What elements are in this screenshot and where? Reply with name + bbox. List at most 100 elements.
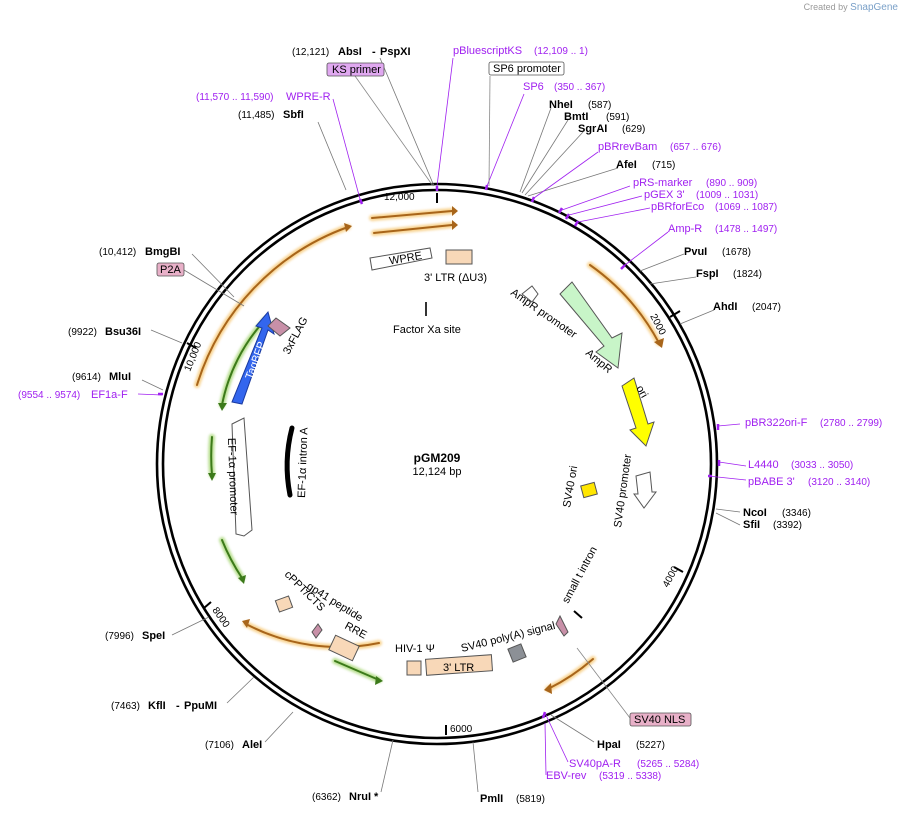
ruler-ticks (186, 193, 684, 735)
ampr-feature (559, 281, 623, 369)
primer-coord: (9554 .. 9574) (18, 390, 80, 401)
enzyme-coord: (587) (588, 100, 611, 111)
tick-label: 6000 (450, 724, 473, 735)
primer-coord: (1069 .. 1087) (715, 202, 777, 213)
primer-coord: (350 .. 367) (554, 82, 605, 93)
feature-label-factor-xa: Factor Xa site (393, 324, 461, 336)
box-leaders (354, 75, 631, 719)
primer-coord: (3120 .. 3140) (808, 477, 870, 488)
primer-coord: (1009 .. 1031) (696, 190, 758, 201)
enzyme-name: SbfI (283, 109, 304, 121)
orange-arrow-left-region (196, 226, 349, 386)
p2a-label: P2A (160, 264, 181, 276)
tick-label: 8000 (210, 605, 232, 630)
feature-label-3ltr-du3: 3' LTR (ΔU3) (424, 272, 487, 284)
enzyme-name: SgrAI (578, 123, 607, 135)
arrowhead (238, 575, 246, 584)
small-t-intron-mark (555, 614, 569, 637)
sv40-polya-feature (507, 643, 527, 663)
primer-labels: pBluescriptKS (12,109 .. 1) SP6 (350 .. … (18, 45, 882, 782)
ltr-feature (424, 654, 494, 676)
enzyme-name: PmlI (480, 793, 503, 805)
tick-mark (669, 310, 681, 318)
primer-name: pGEX 3' (644, 189, 685, 201)
primer-name: WPRE-R (286, 91, 331, 103)
enzyme-coord: (7996) (105, 631, 134, 642)
enzyme-name: PspXI (380, 46, 411, 58)
enzyme-name: PvuI (684, 246, 707, 258)
orange-arrow-wpre-region (371, 210, 453, 219)
primer-coord: (12,109 .. 1) (534, 46, 588, 57)
enzyme-name: AfeI (616, 159, 637, 171)
tick-mark (673, 566, 684, 573)
primer-name: pBRforEco (651, 201, 704, 213)
tick-mark (203, 601, 212, 609)
enzyme-leaders (141, 57, 741, 793)
enzyme-name: KflI (148, 700, 166, 712)
tick-label: 4000 (661, 564, 681, 589)
enzyme-coord: (7463) (111, 701, 140, 712)
arrowhead (452, 206, 458, 216)
primer-name: pBABE 3' (748, 476, 795, 488)
sp6-promoter-label: SP6 promoter (493, 63, 561, 75)
primer-coord: (1478 .. 1497) (715, 224, 777, 235)
tick-mark (186, 342, 197, 349)
enzyme-name: SfiI (743, 519, 760, 531)
feature-label-3xflag: 3xFLAG (281, 315, 311, 356)
orange-arrow-ltr-region (373, 224, 453, 234)
arrowhead (544, 683, 552, 694)
primer-name: SP6 (523, 81, 544, 93)
enzyme-coord: (6362) (312, 792, 341, 803)
enzyme-coord: (12,121) (292, 47, 329, 58)
plasmid-size: 12,124 bp (413, 466, 462, 478)
arrowhead (218, 403, 227, 411)
ampr-promoter-feature (521, 285, 539, 303)
green-arrow-ef1a-1 (210, 436, 213, 476)
primer-name: L4440 (748, 459, 779, 471)
ltr-delta-u3-feature (445, 249, 473, 265)
primer-marks (158, 184, 721, 719)
enzyme-name: SpeI (142, 630, 165, 642)
sv40-ori-feature (580, 481, 598, 499)
enzyme-name: BmgBI (145, 246, 180, 258)
boxed-labels: KS primer SP6 promoter P2A SV40 NLS (156, 61, 692, 727)
small-t-intron-line (573, 610, 583, 619)
ef1a-promoter-feature (231, 417, 253, 537)
credit-prefix: Created by (803, 2, 848, 12)
feature-label-sv40-promoter: SV40 promoter (612, 453, 634, 528)
enzyme-name: AbsI (338, 46, 362, 58)
primer-coord: (2780 .. 2799) (820, 418, 882, 429)
primer-coord: (11,570 .. 11,590) (196, 92, 273, 103)
ks-primer-box (326, 62, 385, 77)
enzyme-coord: (9614) (72, 372, 101, 383)
enzyme-separator: - (372, 46, 376, 58)
enzyme-coord: (7106) (205, 740, 234, 751)
primer-name: EBV-rev (546, 770, 587, 782)
feature-label-small-t-intron: small t intron (560, 545, 600, 606)
flag-feature (267, 317, 291, 337)
plasmid-name: pGM209 (414, 451, 461, 465)
enzyme-coord: (715) (652, 160, 675, 171)
enzyme-separator: - (176, 700, 180, 712)
feature-label-ori: ori (633, 384, 650, 401)
rre-feature (328, 634, 360, 662)
p2a-box (156, 262, 185, 277)
primer-coord: (890 .. 909) (706, 178, 757, 189)
primer-coord: (3033 .. 3050) (791, 460, 853, 471)
feature-arrows (194, 206, 664, 694)
enzyme-coord: (1678) (722, 247, 751, 258)
feature-label-hiv1-psi: HIV-1 Ψ (395, 643, 435, 655)
enzyme-coord: (629) (622, 124, 645, 135)
gp41-peptide-feature (311, 623, 323, 639)
snapgene-credit: Created by SnapGene (804, 2, 898, 13)
enzyme-name: HpaI (597, 739, 621, 751)
arrowhead (344, 223, 352, 232)
sv40-nls-box (629, 712, 692, 727)
sv40-nls-label: SV40 NLS (634, 714, 685, 726)
enzyme-coord: (5227) (636, 740, 665, 751)
enzyme-name: Bsu36I (105, 326, 141, 338)
arrowhead (375, 676, 383, 685)
sp6-promoter-box (488, 61, 565, 76)
enzyme-name: BmtI (564, 111, 588, 123)
primer-coord: (5265 .. 5284) (637, 759, 699, 770)
